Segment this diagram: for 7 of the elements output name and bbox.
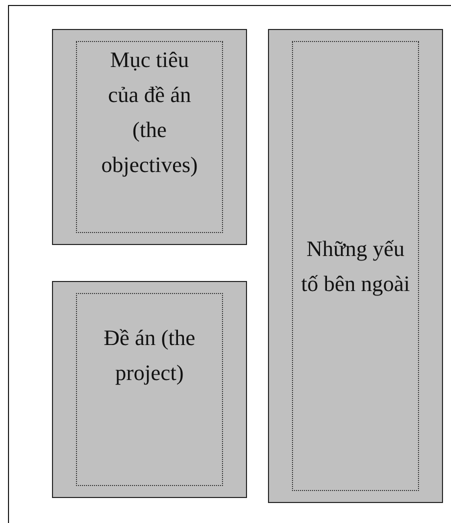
box-label: Đề án (the project)	[102, 324, 196, 387]
box-label: Mục tiêu của đề án (the objectives)	[100, 46, 199, 179]
text-box	[52, 281, 247, 498]
frame-border	[8, 5, 451, 523]
text-box	[268, 29, 443, 503]
box-label: Những yếu tố bên ngoài	[300, 235, 411, 298]
text-box	[52, 29, 247, 245]
